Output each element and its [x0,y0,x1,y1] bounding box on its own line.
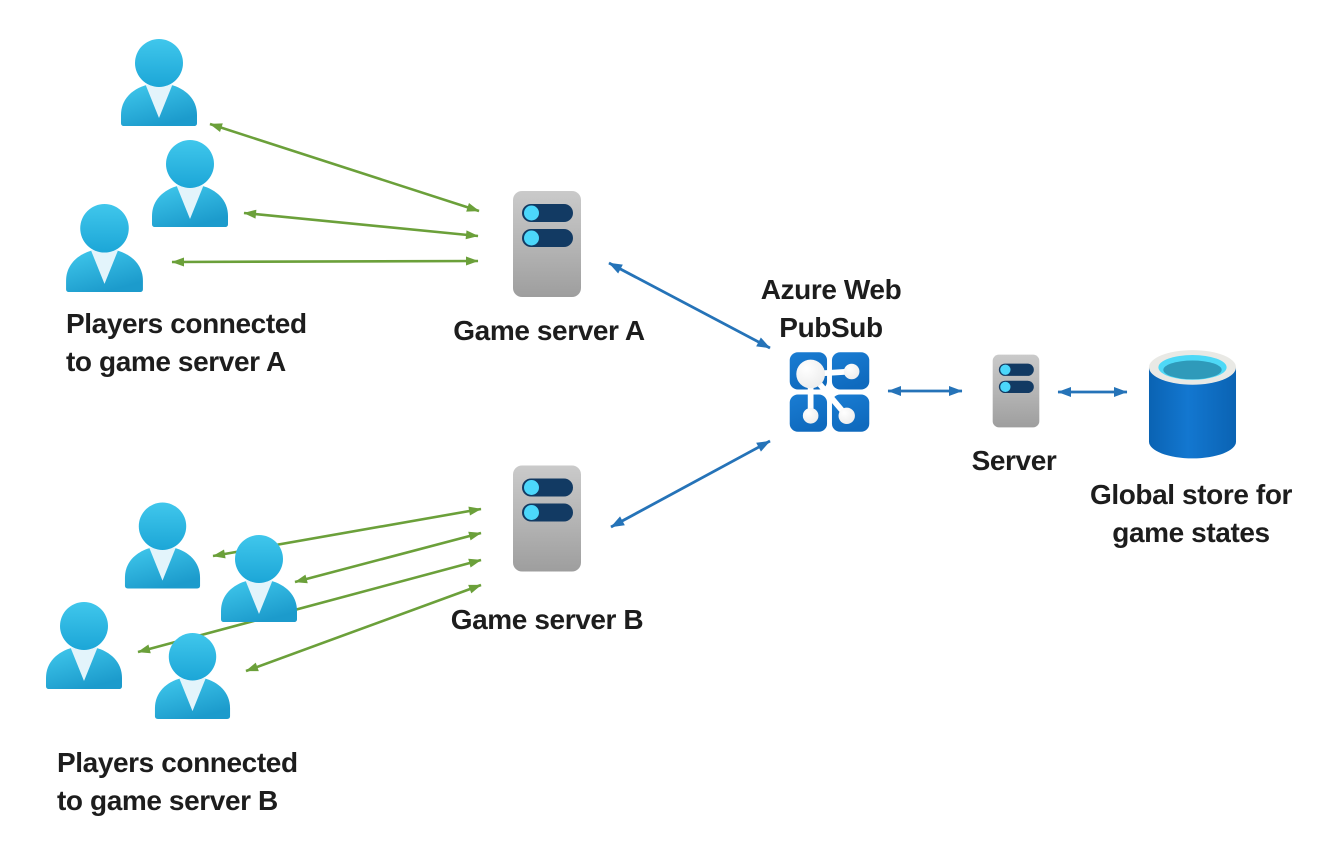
server-b-pubsub-arrow [610,439,771,529]
players-b-arrow-2 [294,531,482,584]
server-a-pubsub-arrow [608,261,771,350]
database-icon [1148,348,1237,460]
server-icon [992,352,1040,430]
azure-web-pubsub-label: Azure Web PubSub [761,271,902,347]
global-store-label: Global store for game states [1090,476,1292,552]
player-icon [117,38,201,126]
players-b-label-line1: Players connected [57,747,298,778]
players-a-label-line2: to game server A [66,346,286,377]
players-a-arrow-2 [243,209,479,240]
game-server-b-label: Game server B [450,604,644,635]
global-store-label-line2: game states [1112,517,1270,548]
player-icon [121,501,204,589]
players-a-arrow-1 [209,122,480,213]
players-b-arrow-4 [245,583,482,673]
azure-web-pubsub-icon [787,351,872,433]
player-icon [151,631,234,720]
player-icon [217,534,301,622]
players-b-label: Players connected to game server B [57,744,298,820]
player-icon [42,601,126,689]
server-label: Server [971,445,1057,476]
players-a-label-line1: Players connected [66,308,307,339]
global-store-label-line1: Global store for [1089,479,1293,510]
game-server-a-icon [512,190,582,298]
players-a-arrow-3 [171,256,479,267]
player-icon [148,139,232,227]
game-server-a-label: Game server A [453,315,645,346]
game-server-b-icon [512,464,582,573]
player-icon [62,203,147,292]
azure-web-pubsub-label-line2: PubSub [779,312,883,343]
azure-web-pubsub-label-line1: Azure Web [760,274,902,305]
players-a-label: Players connected to game server A [66,305,307,381]
players-b-label-line2: to game server B [57,785,278,816]
